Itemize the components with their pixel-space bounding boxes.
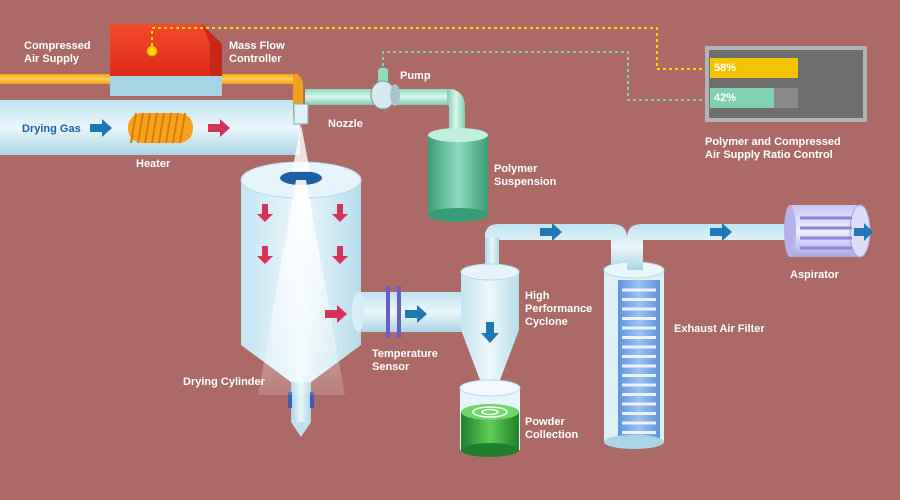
label-compressed-air-supply: Compressed Air Supply: [24, 40, 91, 65]
label-temperature-sensor: Temperature Sensor: [372, 348, 438, 373]
polymer-ratio-bar: [710, 88, 774, 108]
label-powder-collection: Powder Collection: [525, 416, 579, 441]
spray-cone: [292, 124, 310, 172]
nozzle: [293, 103, 309, 125]
exhaust-arrow-icon-1: [540, 223, 562, 241]
drying-gas-arrow-icon: [90, 119, 112, 137]
label-exhaust-air-filter: Exhaust Air Filter: [674, 323, 765, 335]
down-arrow-icon-4: [332, 246, 348, 264]
outlet-arrow-icon: [325, 305, 347, 323]
label-pump: Pump: [400, 70, 431, 82]
exhaust-air-filter: [603, 261, 665, 449]
label-heater: Heater: [136, 158, 171, 170]
heater-coil: [128, 112, 193, 144]
down-arrow-icon-1: [257, 204, 273, 222]
flow-arrows: [90, 119, 873, 343]
polymer-control-signal-line: [382, 51, 705, 101]
label-nozzle: Nozzle: [328, 118, 363, 130]
aspirator-suction-pipe: [627, 224, 790, 270]
duct-arrow-icon: [405, 305, 427, 323]
mass-flow-controller: [110, 24, 222, 96]
label-drying-gas: Drying Gas: [22, 123, 81, 135]
label-high-performance-cyclone: High Performance Cyclone: [525, 290, 593, 328]
aspirator-arrow-icon: [854, 223, 873, 241]
polymer-ratio-value: 42%: [714, 92, 737, 104]
ratio-control-panel: [705, 46, 867, 122]
cyclone-down-arrow-icon: [481, 322, 499, 343]
label-aspirator: Aspirator: [790, 269, 839, 281]
air-control-signal-line: [151, 27, 705, 70]
polymer-suspension-tank: [428, 128, 488, 222]
down-arrow-icon-3: [257, 246, 273, 264]
high-performance-cyclone: [460, 232, 520, 380]
down-arrow-icon-2: [332, 204, 348, 222]
air-ratio-value: 58%: [714, 62, 737, 74]
spray-plume: [258, 180, 345, 395]
temperature-sensor: [386, 286, 401, 338]
exhaust-arrow-icon-2: [710, 223, 732, 241]
powder-collection-vessel: [459, 379, 521, 457]
cyclone-exhaust-pipe: [485, 224, 627, 270]
hot-gas-arrow-icon: [208, 119, 230, 137]
pump: [370, 68, 400, 110]
label-ratio-control: Polymer and Compressed Air Supply Ratio …: [705, 136, 841, 161]
label-polymer-suspension: Polymer Suspension: [494, 163, 557, 188]
label-drying-cylinder: Drying Cylinder: [183, 376, 265, 388]
label-mass-flow-controller: Mass Flow Controller: [229, 40, 285, 65]
air-ratio-bar: [710, 58, 798, 78]
